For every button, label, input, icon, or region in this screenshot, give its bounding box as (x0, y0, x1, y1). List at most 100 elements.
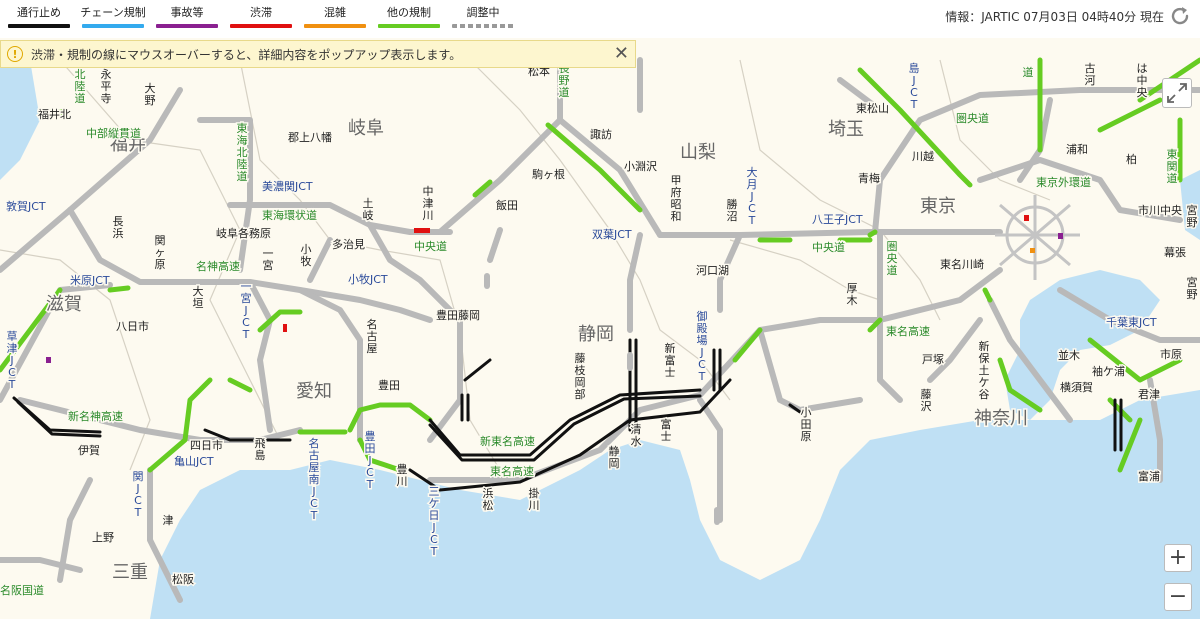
congestion-marker[interactable] (1024, 215, 1029, 221)
legend-bar: 通行止め チェーン規制 事故等 渋滞 混雑 他の規制 調整中 (0, 0, 1200, 38)
legend-label: 通行止め (17, 6, 61, 19)
accident-marker[interactable] (1058, 233, 1063, 239)
city-label: 市川中央 (1138, 203, 1182, 217)
city-label-vertical: 静岡 (609, 444, 620, 470)
legend-label: 調整中 (466, 6, 500, 19)
city-label-vertical: 掛川 (529, 486, 540, 512)
city-label-vertical: 富士 (661, 417, 672, 443)
city-label-vertical: 厚木 (847, 282, 858, 307)
prefecture-label: 福井 (110, 134, 146, 155)
city-label: 上野 (92, 531, 114, 544)
road-label-vertical: 道 (1023, 65, 1034, 79)
city-label-vertical: 飛島 (255, 437, 266, 462)
road-label: 東海環状道 (262, 208, 317, 222)
legend-swatch (452, 24, 514, 28)
prefecture-label: 愛知 (296, 381, 332, 402)
jct-label: 敦賀JCT (6, 199, 46, 213)
road-label-vertical: 東海北陸道 (237, 122, 248, 183)
legend-item: 調整中 (448, 4, 518, 28)
city-label-vertical: 豊川 (397, 463, 408, 488)
city-label: 多治見 (332, 237, 365, 251)
city-label: 八日市 (116, 319, 149, 333)
city-label: 並木 (1058, 348, 1080, 362)
city-label-vertical: は中央 (1137, 62, 1148, 99)
city-label: 市原 (1160, 347, 1182, 361)
city-label-vertical: 長浜 (113, 215, 124, 240)
jct-label: 双葉JCT (592, 227, 632, 241)
zoom-in-button[interactable]: + (1164, 544, 1192, 572)
road-label: 東京外環道 (1036, 175, 1091, 189)
legend-label: 事故等 (170, 6, 204, 19)
other-restriction-segments[interactable] (0, 57, 1200, 473)
road-label: 圏央道 (956, 111, 989, 125)
prefecture-boundaries (0, 59, 1051, 471)
city-label: 君津 (1138, 388, 1160, 401)
city-label: 豊田 (378, 379, 400, 392)
jct-label: 八王子JCT (812, 213, 863, 226)
legend-item: チェーン規制 (78, 4, 148, 28)
city-label: 岐阜各務原 (216, 226, 271, 240)
congestion-marker[interactable] (283, 324, 287, 332)
road-label: 中央道 (812, 240, 845, 254)
zoom-out-button[interactable]: − (1164, 583, 1192, 611)
legend-item: 他の規制 (374, 4, 444, 28)
city-label-vertical: 藤枝岡部 (575, 352, 586, 401)
crowded-marker[interactable] (1030, 248, 1035, 253)
road-label-vertical: 北陸道 (75, 68, 86, 105)
legend-item: 混雑 (300, 4, 370, 28)
city-labels: 福井北松本郡上八幡諏訪小淵沢東松山川越浦和柏駒ヶ根青梅飯田市川中央岐阜各務原多治… (37, 63, 1188, 588)
city-label: 富浦 (1138, 469, 1160, 483)
city-label-vertical: 中津川 (423, 185, 434, 222)
congestion-marker[interactable] (414, 228, 430, 233)
expand-icon (1167, 83, 1187, 103)
jct-label: 千葉東JCT (1106, 315, 1157, 329)
legend-item: 渋滞 (226, 4, 296, 28)
legend-swatch (8, 24, 70, 28)
city-label: 諏訪 (590, 127, 612, 141)
legend-item: 通行止め (4, 4, 74, 28)
city-label: 駒ヶ根 (532, 167, 565, 181)
legend-label: 渋滞 (250, 6, 272, 19)
city-label-vertical: 大垣 (193, 284, 204, 310)
route-markers (484, 273, 720, 525)
legend-swatch (378, 24, 440, 28)
legend-swatch (156, 24, 218, 28)
jct-label: 小牧JCT (348, 272, 388, 286)
closure-segments[interactable] (12, 338, 1123, 492)
accident-marker[interactable] (46, 357, 51, 363)
prefecture-label: 神奈川 (974, 408, 1028, 429)
city-label-vertical: 藤沢 (921, 388, 932, 413)
road-label: 新東名高速 (480, 434, 535, 448)
fullscreen-button[interactable] (1162, 78, 1192, 108)
city-label: 袖ケ浦 (1092, 364, 1125, 378)
road-label: 東名高速 (490, 464, 534, 478)
info-timestamp: 情報：JARTIC 07月03日 04時40分 現在 (945, 10, 1164, 24)
legend-swatch (304, 24, 366, 28)
city-label: 川越 (912, 149, 934, 163)
road-label: 名神高速 (196, 259, 240, 273)
warning-icon: ! (7, 46, 23, 62)
city-label: 飯田 (496, 198, 518, 212)
city-label: 河口湖 (696, 264, 729, 277)
legend-label: 他の規制 (387, 6, 431, 19)
road-label-vertical: 圏央道 (887, 240, 898, 277)
road-label: 東名高速 (886, 324, 930, 338)
road-label: 中部縦貫道 (86, 126, 141, 140)
jct-label: 美濃関JCT (262, 179, 313, 193)
road-label: 中央道 (414, 239, 447, 253)
city-label: 横須賀 (1060, 380, 1093, 394)
close-icon[interactable]: ✕ (613, 43, 629, 64)
legend-swatch (82, 24, 144, 28)
refresh-icon[interactable] (1168, 4, 1192, 28)
prefecture-label: 三重 (112, 562, 148, 583)
